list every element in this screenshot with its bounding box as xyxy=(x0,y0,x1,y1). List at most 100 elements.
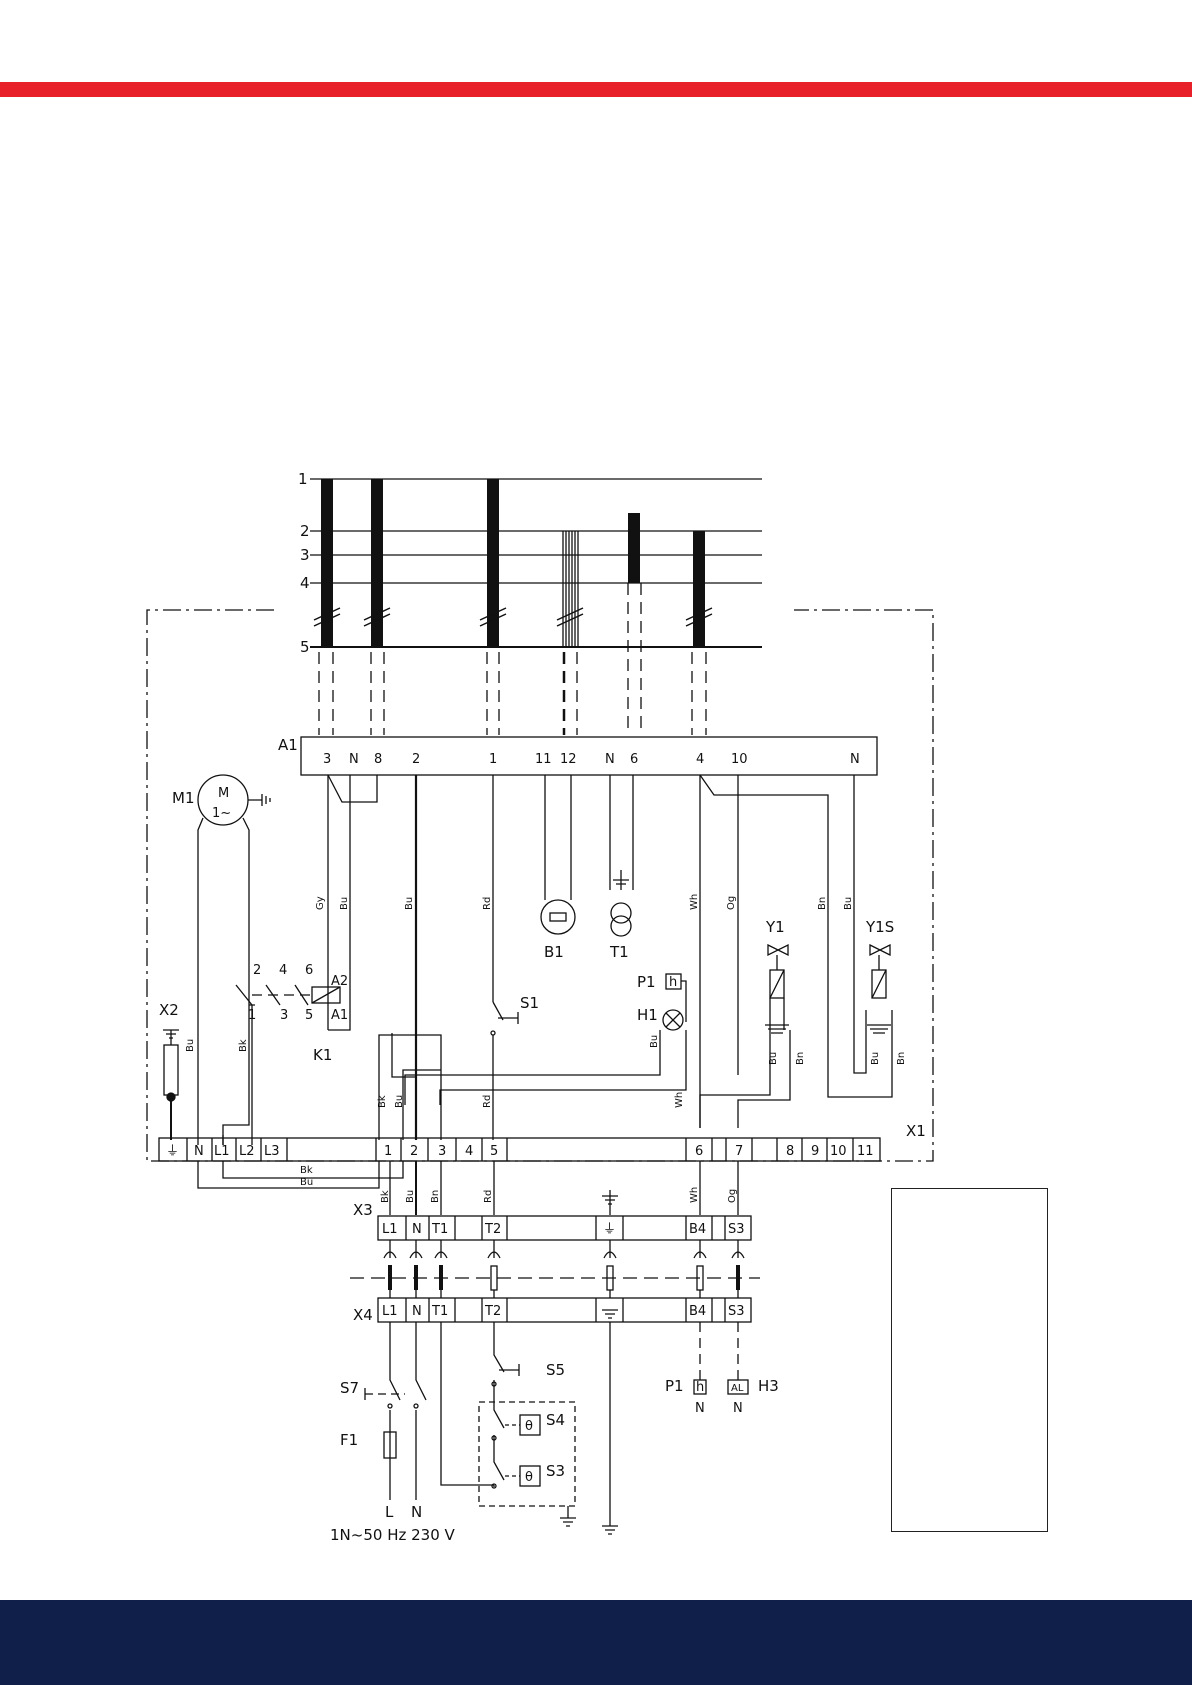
motor-m1 xyxy=(197,774,271,1145)
k1-contact-label: 4 xyxy=(279,963,287,978)
top-red-band xyxy=(0,82,1192,97)
f1-label: F1 xyxy=(340,1431,358,1449)
a1-label: A1 xyxy=(278,736,298,754)
x4-terminal: L1 xyxy=(382,1304,398,1319)
l-supply-label: L xyxy=(385,1503,394,1521)
s4-theta: θ xyxy=(525,1419,533,1434)
wire-code: Bu xyxy=(405,1190,416,1203)
wire-code: Bu xyxy=(185,1039,196,1052)
switch-s1 xyxy=(490,1001,519,1140)
h3-al-symbol: AL xyxy=(731,1383,744,1394)
x3-terminal: S3 xyxy=(728,1222,745,1237)
x3-terminal: L1 xyxy=(382,1222,398,1237)
a1-terminal: N xyxy=(850,752,860,767)
wire-code: Bu xyxy=(394,1095,405,1108)
s3-theta: θ xyxy=(525,1470,533,1485)
p1-h-symbol: h xyxy=(669,975,677,990)
wire-code: Og xyxy=(726,896,737,910)
s7-label: S7 xyxy=(340,1379,359,1397)
supply-label: 1N~50 Hz 230 V xyxy=(330,1526,456,1544)
legend-box xyxy=(891,1188,1048,1532)
cable-bars xyxy=(321,479,705,647)
s3-label: S3 xyxy=(546,1462,565,1480)
h1-label: H1 xyxy=(637,1006,658,1024)
level-3-label: 3 xyxy=(300,546,310,564)
x1-terminal: 6 xyxy=(695,1144,703,1159)
x3-dividers xyxy=(405,1216,726,1240)
x1-bypass-wiring xyxy=(197,1161,404,1189)
s5-label: S5 xyxy=(546,1361,565,1379)
y1s-label: Y1S xyxy=(865,918,894,936)
x4-label: X4 xyxy=(353,1306,373,1324)
wire-code: Bk xyxy=(380,1190,391,1203)
wire-code: Rd xyxy=(483,1190,494,1203)
x1-terminal: N xyxy=(194,1144,204,1159)
a1-strip xyxy=(300,736,878,776)
transformer-t1 xyxy=(610,870,632,937)
x1-dividers xyxy=(186,1138,854,1161)
x4-terminal: S3 xyxy=(728,1304,745,1319)
wire-code: Bu xyxy=(649,1035,660,1048)
earth-x2 xyxy=(163,1029,179,1140)
x3-terminal: ⏚ xyxy=(603,1222,616,1237)
wire-code: Bu xyxy=(768,1052,779,1065)
motor-m-label: M xyxy=(218,786,229,801)
wire-code: Bu xyxy=(339,897,350,910)
wire-code: Wh xyxy=(689,1187,700,1203)
wire-code: Bn xyxy=(430,1190,441,1203)
sensor-b1 xyxy=(540,899,576,935)
wire-code: Wh xyxy=(689,894,700,910)
level-2-label: 2 xyxy=(300,522,310,540)
x1-terminal: L3 xyxy=(264,1144,280,1159)
enclosure-border xyxy=(146,609,934,1162)
t1-label: T1 xyxy=(609,943,629,961)
a1-terminal: 12 xyxy=(560,752,577,767)
k1-contact-label: 3 xyxy=(280,1008,288,1023)
x1-terminal: 4 xyxy=(465,1144,473,1159)
cable-level-lines xyxy=(310,478,762,648)
motor-phase-label: 1~ xyxy=(212,806,231,821)
wire-code: Wh xyxy=(674,1092,685,1108)
x1-x3-wiring xyxy=(389,1161,739,1215)
k1-contact-label: 6 xyxy=(305,963,313,978)
x1-terminal: 9 xyxy=(811,1144,819,1159)
h3-n-label: N xyxy=(733,1401,743,1416)
wire-code: Bu xyxy=(404,897,415,910)
level-5-label: 5 xyxy=(300,638,310,656)
x1-feed-wiring xyxy=(197,1033,442,1145)
plug-connectors xyxy=(350,1240,760,1298)
p1-bottom-h: h xyxy=(696,1380,704,1395)
k1-contact-label: 5 xyxy=(305,1008,313,1023)
p1-bottom-label: P1 xyxy=(665,1377,684,1395)
wire-code: Bu xyxy=(843,897,854,910)
wire-code: Rd xyxy=(482,1095,493,1108)
a1-terminal: 4 xyxy=(696,752,704,767)
level-1-label: 1 xyxy=(298,470,308,488)
x1-terminal: 2 xyxy=(410,1144,418,1159)
h3-label: H3 xyxy=(758,1377,779,1395)
wire-code: Bn xyxy=(896,1052,907,1065)
x1-terminal: 5 xyxy=(490,1144,498,1159)
p1-label: P1 xyxy=(637,973,656,991)
valve-y1 xyxy=(699,943,791,1128)
p1-n-label: N xyxy=(695,1401,705,1416)
x1-strip xyxy=(158,1137,881,1162)
m1-label: M1 xyxy=(172,789,195,807)
wire-code: Gy xyxy=(315,896,326,910)
x1-terminal: L2 xyxy=(239,1144,255,1159)
level-4-label: 4 xyxy=(300,574,310,592)
y1-label: Y1 xyxy=(765,918,785,936)
x1-terminal: 10 xyxy=(830,1144,847,1159)
relay-k1 xyxy=(235,984,341,1145)
k1-contact-label: 1 xyxy=(248,1008,256,1023)
labels: 1 2 3 4 5 A1 3 N 8 2 1 11 12 N 6 4 10 N … xyxy=(159,470,926,1544)
wire-code: Bk xyxy=(238,1039,249,1052)
x1-terminal: L1 xyxy=(214,1144,230,1159)
x4-strip xyxy=(377,1297,752,1323)
x3-terminal: T2 xyxy=(484,1222,501,1237)
a1-terminal: 11 xyxy=(535,752,552,767)
x4-terminal: B4 xyxy=(689,1304,706,1319)
x1-terminal: 7 xyxy=(735,1144,743,1159)
wire-code: Rd xyxy=(482,897,493,910)
